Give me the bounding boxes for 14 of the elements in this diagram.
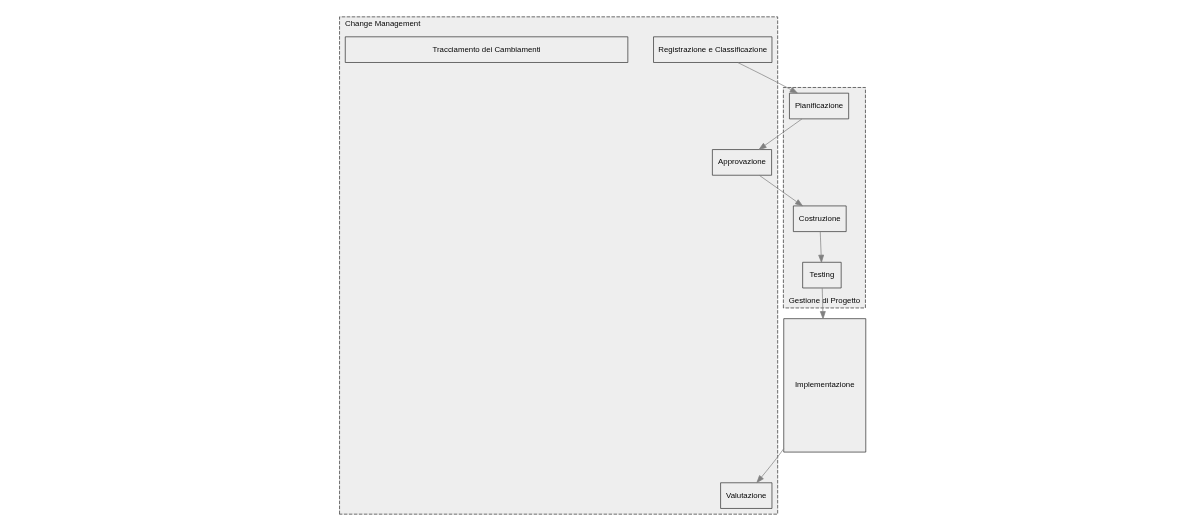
node-box: Testing	[801, 261, 842, 289]
node-box: Valutazione	[719, 482, 772, 509]
arrow	[758, 118, 802, 150]
arrow	[737, 62, 798, 94]
arrow	[758, 174, 803, 207]
node-box: Pianificazione	[788, 92, 849, 120]
node-box: Tracciamento dei Cambiamenti	[344, 36, 628, 63]
node-box: Implementazione	[782, 318, 866, 453]
arrow	[817, 231, 824, 263]
node-box: Registrazione e Classificazione	[652, 36, 772, 63]
node-box: Approvazione	[711, 149, 772, 176]
arrow	[819, 287, 826, 319]
arrow	[756, 448, 784, 483]
node-box: Costruzione	[792, 205, 847, 232]
